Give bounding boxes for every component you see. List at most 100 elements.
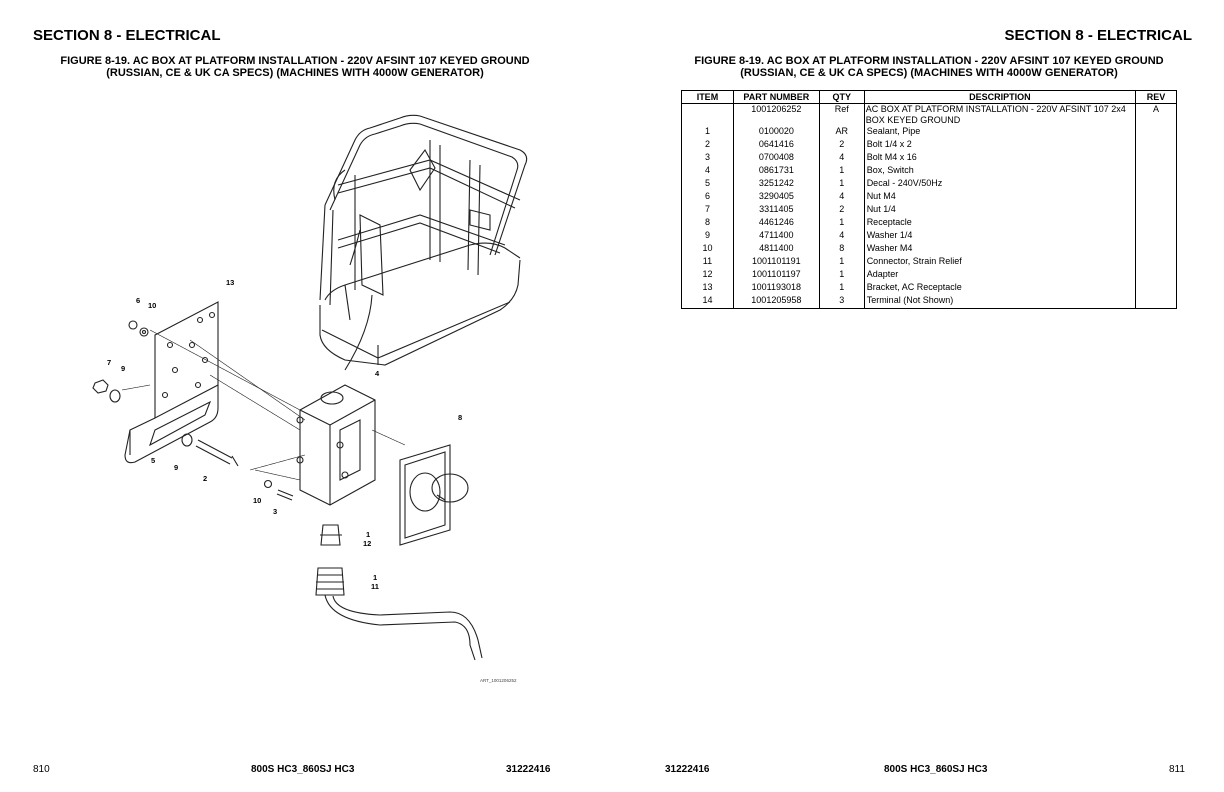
header-part-number: PART NUMBER: [732, 90, 820, 104]
cell-qty: 1: [818, 269, 865, 282]
cell-qty: 4: [818, 191, 865, 204]
exploded-view-diagram: 13 6 10 7 9 4 8 5 9 2 10 3 1 12 1 11 ART…: [92, 114, 528, 683]
hardware-drawing: [92, 320, 294, 501]
connector-and-cord-drawing: [315, 524, 483, 661]
cell-item: 6: [681, 191, 734, 204]
cell-item: [681, 103, 734, 126]
left-model: 800S HC3_860SJ HC3: [251, 764, 355, 775]
right-figure-title: FIGURE 8-19. AC BOX AT PLATFORM INSTALLA…: [689, 55, 1169, 79]
right-figure-title-line1: FIGURE 8-19. AC BOX AT PLATFORM INSTALLA…: [694, 55, 1164, 67]
cell-part-number: 1001206252: [732, 103, 820, 126]
cell-description: Terminal (Not Shown): [863, 295, 1137, 309]
header-item: ITEM: [681, 90, 734, 104]
cell-item: 10: [681, 243, 734, 256]
cell-description: Adapter: [863, 269, 1137, 282]
callout-4: 4: [375, 369, 380, 378]
cell-rev: [1135, 269, 1177, 282]
callout-12: 12: [363, 539, 371, 548]
right-figure-title-line2: (RUSSIAN, CE & UK CA SPECS) (MACHINES WI…: [740, 67, 1118, 79]
cell-rev: [1135, 139, 1177, 152]
callout-11: 11: [371, 582, 379, 591]
left-figure-title-line1: FIGURE 8-19. AC BOX AT PLATFORM INSTALLA…: [60, 55, 530, 67]
left-section-title: SECTION 8 - ELECTRICAL: [33, 27, 221, 44]
cell-rev: [1135, 243, 1177, 256]
callout-2: 2: [203, 474, 207, 483]
cell-item: 2: [681, 139, 734, 152]
callout-10: 10: [148, 301, 156, 310]
cell-item: 5: [681, 178, 734, 191]
cell-part-number: 1001101191: [732, 256, 820, 269]
callout-labels: 13 6 10 7 9 4 8 5 9 2 10 3 1 12 1 11: [107, 278, 462, 591]
left-figure-title: FIGURE 8-19. AC BOX AT PLATFORM INSTALLA…: [55, 55, 535, 79]
cell-item: 8: [681, 217, 734, 230]
callout-7: 7: [107, 358, 111, 367]
cell-qty: 1: [818, 256, 865, 269]
right-page-number: 811: [1169, 764, 1185, 775]
art-id-label: ART_1001206252: [480, 678, 517, 683]
cell-part-number: 4711400: [732, 230, 820, 243]
cell-part-number: 0861731: [732, 165, 820, 178]
cell-rev: [1135, 152, 1177, 165]
header-description: DESCRIPTION: [863, 90, 1137, 104]
cell-qty: 1: [818, 178, 865, 191]
cell-rev: [1135, 191, 1177, 204]
cell-item: 9: [681, 230, 734, 243]
callout-5: 5: [151, 456, 155, 465]
platform-basket-drawing: [319, 114, 528, 371]
callout-1b: 1: [373, 573, 377, 582]
cell-qty: 8: [818, 243, 865, 256]
cell-qty: 2: [818, 139, 865, 152]
cell-part-number: 0100020: [732, 126, 820, 139]
callout-9: 9: [121, 364, 125, 373]
cell-part-number: 3251242: [732, 178, 820, 191]
cell-description: Connector, Strain Relief: [863, 256, 1137, 269]
cell-rev: [1135, 295, 1177, 309]
right-doc-number: 31222416: [665, 764, 710, 775]
receptacle-drawing: [399, 444, 469, 546]
cell-description: Bolt M4 x 16: [863, 152, 1137, 165]
callout-10b: 10: [253, 496, 261, 505]
right-model: 800S HC3_860SJ HC3: [884, 764, 988, 775]
cell-qty: 1: [818, 282, 865, 295]
cell-qty: AR: [818, 126, 865, 139]
cell-description: Washer M4: [863, 243, 1137, 256]
callout-3: 3: [273, 507, 277, 516]
cell-rev: [1135, 230, 1177, 243]
parts-list-table: ITEM PART NUMBER QTY DESCRIPTION REV 100…: [681, 90, 1177, 309]
cell-rev: A: [1135, 103, 1177, 126]
cell-part-number: 1001101197: [732, 269, 820, 282]
cell-qty: 1: [818, 165, 865, 178]
cell-rev: [1135, 165, 1177, 178]
cell-qty: 4: [818, 230, 865, 243]
callout-8: 8: [458, 413, 462, 422]
cell-item: 3: [681, 152, 734, 165]
cell-item: 13: [681, 282, 734, 295]
cell-description: Nut M4: [863, 191, 1137, 204]
cell-item: 7: [681, 204, 734, 217]
cell-part-number: 0700408: [732, 152, 820, 165]
cell-description: Decal - 240V/50Hz: [863, 178, 1137, 191]
cell-item: 4: [681, 165, 734, 178]
callout-1: 1: [366, 530, 370, 539]
header-rev: REV: [1135, 90, 1177, 104]
cell-rev: [1135, 204, 1177, 217]
cell-part-number: 4811400: [732, 243, 820, 256]
cell-part-number: 1001205958: [732, 295, 820, 309]
cell-description: Box, Switch: [863, 165, 1137, 178]
cell-description: Sealant, Pipe: [863, 126, 1137, 139]
cell-qty: 4: [818, 152, 865, 165]
cell-part-number: 0641416: [732, 139, 820, 152]
cell-item: 11: [681, 256, 734, 269]
